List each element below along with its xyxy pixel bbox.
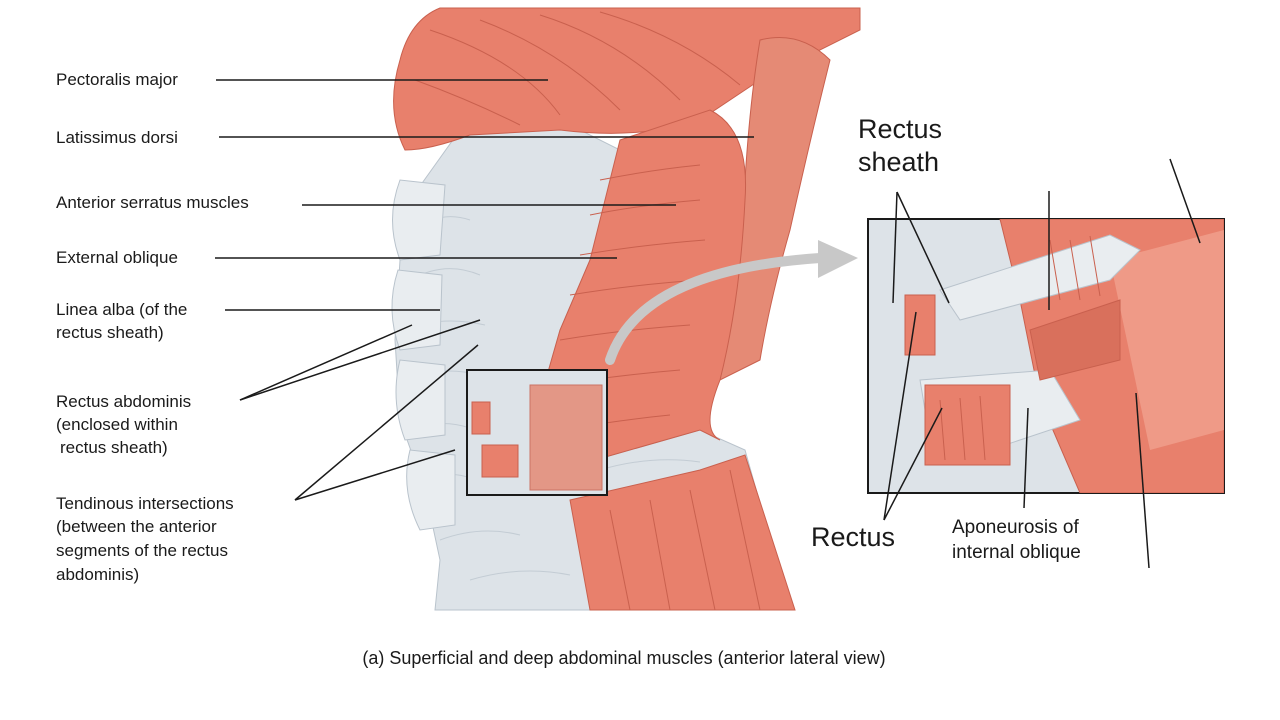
leader-rectus-1: [883, 311, 917, 521]
leader-rectus-sheath-1: [892, 191, 898, 304]
figure-caption: (a) Superficial and deep abdominal muscl…: [362, 648, 886, 668]
label-linea-alba-line1: Linea alba (of the: [56, 300, 188, 319]
label-external-oblique: External oblique: [56, 248, 178, 267]
pectoralis-fibres: [414, 11, 741, 126]
label-tendinous-line4: abdominis): [56, 565, 140, 584]
leader-rectus-2: [883, 407, 943, 521]
label-tendinous-line1: Tendinous intersections: [56, 494, 234, 513]
lower-muscle-fibres: [569, 454, 796, 611]
leader-lines: [215, 79, 1201, 569]
label-pectoralis-major: Pectoralis major: [56, 70, 178, 89]
lower-fibres: [609, 469, 761, 611]
leader-inset-bottom-right: [1135, 392, 1150, 569]
inset-enlarged-view: [867, 218, 1225, 494]
label-rectus-sheath-line2: sheath: [858, 147, 940, 177]
label-latissimus-dorsi: Latissimus dorsi: [56, 128, 178, 147]
label-linea-alba-line2: rectus sheath): [56, 323, 164, 342]
label-rectus: Rectus: [811, 522, 896, 552]
torso-illustration: [391, 7, 861, 611]
label-aponeurosis-line2: internal oblique: [952, 542, 1081, 563]
zoom-arrow: [605, 253, 825, 365]
label-anterior-serratus: Anterior serratus muscles: [56, 193, 249, 212]
label-rectus-abdominis-line2: (enclosed within: [56, 415, 178, 434]
inset-window-muscles: [471, 384, 603, 491]
label-rectus-sheath-line1: Rectus: [858, 114, 943, 144]
leader-aponeurosis: [1023, 407, 1029, 509]
latissimus-dorsi-muscle: [719, 37, 831, 381]
label-aponeurosis-line1: Aponeurosis of: [952, 517, 1079, 538]
label-tendinous-line2: (between the anterior: [56, 517, 217, 536]
leader-inset-top-2: [1169, 158, 1201, 244]
zoom-arrow-head: [818, 240, 858, 278]
leader-rectus-abdominis-1: [239, 324, 413, 401]
leader-tendinous-2: [294, 449, 456, 501]
leader-rectus-sheath-2: [896, 191, 950, 304]
label-rectus-abdominis-line1: Rectus abdominis: [56, 392, 192, 411]
leader-tendinous-1: [294, 344, 479, 501]
leader-rectus-abdominis-2: [239, 319, 481, 401]
label-rectus-abdominis-line3: rectus sheath): [60, 438, 168, 457]
label-tendinous-line3: segments of the rectus: [56, 541, 228, 560]
